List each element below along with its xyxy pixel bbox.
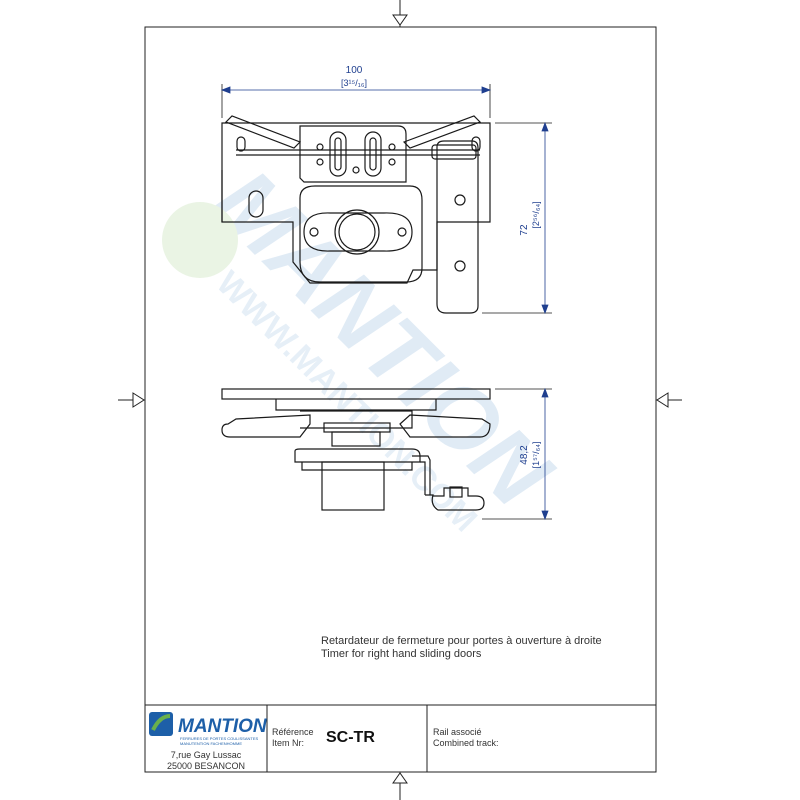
dim-height-side-imperial-label: [1⁵⁷/₆₄] xyxy=(531,442,541,469)
description-en: Timer for right hand sliding doors xyxy=(321,648,482,660)
logo-tagline-2: MANUTENTION FACHENHOMME xyxy=(180,741,242,746)
company-address: 7,rue Gay Lussac 25000 BESANCON xyxy=(150,750,262,772)
reference-label-fr: Référence xyxy=(272,727,314,737)
dim-width-imperial-label: [3¹⁵/₁₆] xyxy=(341,78,367,88)
address-line-2: 25000 BESANCON xyxy=(166,761,246,771)
rail-label-en: Combined track: xyxy=(433,738,499,748)
dim-height-side-label: 48,2 xyxy=(519,445,530,465)
title-block-frame xyxy=(145,704,656,772)
reference-label-en: Item Nr: xyxy=(272,738,305,748)
side-view-dimensions xyxy=(482,387,552,521)
top-view xyxy=(221,115,491,314)
rail-labels: Rail associé Combined track: xyxy=(433,727,583,749)
watermark-brand: MANTION xyxy=(194,150,571,527)
rail-label-fr: Rail associé xyxy=(433,727,482,737)
dim-height-top-label: 72 xyxy=(519,224,530,236)
address-line-1: 7,rue Gay Lussac xyxy=(170,750,242,760)
reference-labels: Référence Item Nr: xyxy=(272,727,322,749)
dim-width-label: 100 xyxy=(346,65,363,76)
description: Retardateur de fermeture pour portes à o… xyxy=(321,635,641,661)
watermark: MANTION WWW.MANTION.COM xyxy=(162,150,572,539)
description-fr: Retardateur de fermeture pour portes à o… xyxy=(321,635,602,647)
top-view-dimensions xyxy=(220,84,552,315)
logo-tagline-1: FERRURES DE PORTES COULISSANTES xyxy=(180,736,258,741)
reference-value: SC-TR xyxy=(326,729,375,746)
dim-height-top-imperial-label: [2⁵⁶/₆₄] xyxy=(531,201,541,228)
side-view xyxy=(221,388,491,511)
mantion-logo: MANTION FERRURES DE PORTES COULISSANTES … xyxy=(149,712,268,746)
centering-marks xyxy=(118,0,682,800)
logo-text: MANTION xyxy=(178,716,268,737)
